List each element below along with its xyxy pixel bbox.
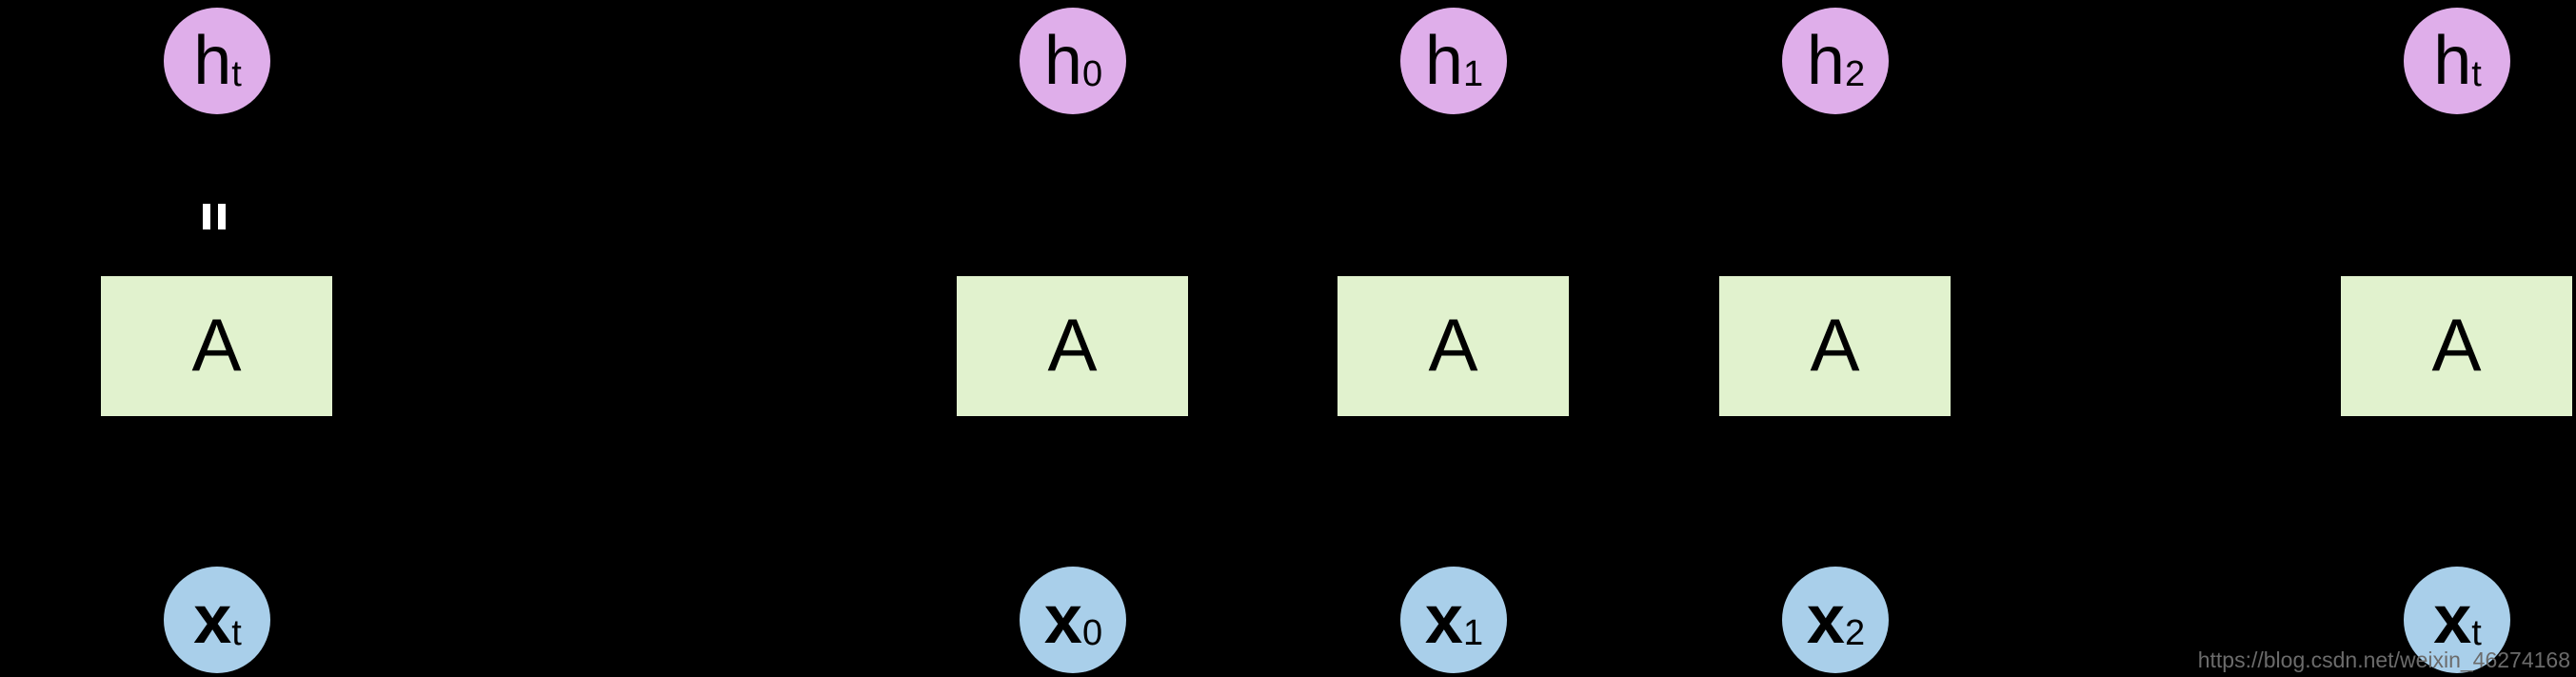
- rnn-cell-label: A: [1810, 302, 1860, 387]
- hidden-state-symbol: h: [1043, 23, 1082, 99]
- hidden-state-subscript: 0: [1081, 54, 1103, 94]
- input-subscript: 0: [1081, 613, 1103, 653]
- hidden-state-subscript: 1: [1462, 54, 1484, 94]
- input-subscript: t: [2471, 613, 2482, 653]
- hidden-state-symbol: h: [2433, 23, 2471, 99]
- equals-bar-bottom: [218, 204, 226, 229]
- hidden-state-subscript: 2: [1844, 54, 1866, 94]
- equals-sign-icon: [203, 204, 226, 229]
- hidden-state-symbol: h: [193, 23, 231, 99]
- rnn-cell-box-folded: A: [101, 276, 332, 416]
- input-symbol: x: [1806, 582, 1845, 658]
- rnn-cell-box-step-1: A: [1338, 276, 1569, 416]
- input-symbol: x: [1424, 582, 1463, 658]
- rnn-cell-box-step-0: A: [957, 276, 1188, 416]
- input-symbol: x: [1043, 582, 1082, 658]
- hidden-state-subscript: t: [231, 54, 242, 94]
- input-subscript: 1: [1462, 613, 1484, 653]
- rnn-cell-label: A: [1428, 302, 1478, 387]
- rnn-cell-label: A: [1047, 302, 1098, 387]
- hidden-state-symbol: h: [1424, 23, 1463, 99]
- hidden-state-symbol: h: [1806, 23, 1845, 99]
- hidden-state-subscript: t: [2471, 54, 2482, 94]
- input-symbol: x: [2433, 582, 2471, 658]
- watermark-url: https://blog.csdn.net/weixin_46274168: [2197, 647, 2570, 672]
- input-symbol: x: [193, 582, 231, 658]
- input-subscript: t: [231, 613, 242, 653]
- input-subscript: 2: [1844, 613, 1866, 653]
- equals-bar-top: [203, 204, 210, 229]
- rnn-cell-box-step-t: A: [2341, 276, 2572, 416]
- rnn-cell-box-step-2: A: [1719, 276, 1951, 416]
- rnn-cell-label: A: [191, 302, 242, 387]
- rnn-cell-label: A: [2431, 302, 2482, 387]
